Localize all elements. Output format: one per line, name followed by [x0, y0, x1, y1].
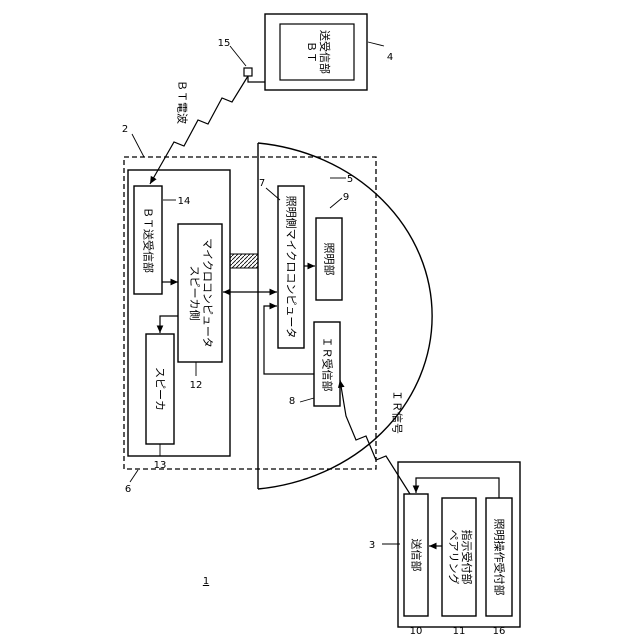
- section-connector: [230, 254, 258, 268]
- leader-2: [132, 134, 144, 157]
- leader-8: [300, 398, 314, 402]
- ref-4: 4: [387, 52, 393, 63]
- pairing-unit-label: ペアリング指示受付部: [447, 530, 474, 585]
- leader-6: [130, 470, 138, 482]
- bt-radio-wave: [150, 76, 248, 184]
- ref-10: 10: [410, 626, 423, 637]
- ref-8: 8: [289, 396, 295, 407]
- system-ref: 1: [203, 576, 209, 587]
- speaker-label: スピーカ: [154, 367, 167, 411]
- bt-transceiver-label: ＢＴ送受信部: [142, 207, 156, 273]
- ir-signal-label: ＩＲ信号: [391, 390, 404, 434]
- ref-6: 6: [125, 484, 131, 495]
- antenna-tip: [244, 68, 252, 76]
- ref-13: 13: [154, 460, 167, 471]
- bt-wave-label: ＢＴ電波: [176, 80, 189, 124]
- ref-14: 14: [178, 196, 191, 207]
- tx-unit-label: 送信部: [410, 539, 424, 572]
- ref-12: 12: [190, 380, 203, 391]
- ref-7: 7: [259, 178, 265, 189]
- leader-9: [330, 198, 342, 208]
- lighting-unit-label: 照明部: [323, 243, 337, 276]
- leader-4: [368, 42, 384, 46]
- leader-15: [230, 46, 246, 66]
- lighting-mcu-label: 照明側マイクロコンピュータ: [285, 196, 298, 339]
- arrow-mcu-to-speaker: [160, 316, 178, 333]
- ref-16: 16: [493, 626, 506, 637]
- ir-receiver-label: ＩＲ受信部: [321, 337, 335, 392]
- ref-9: 9: [343, 192, 349, 203]
- ref-3: 3: [369, 540, 375, 551]
- ref-11: 11: [453, 626, 466, 637]
- lighting-op-unit-label: 照明操作受付部: [493, 519, 507, 596]
- ref-15: 15: [218, 38, 231, 49]
- ref-2: 2: [122, 124, 128, 135]
- ref-5: 5: [347, 174, 353, 185]
